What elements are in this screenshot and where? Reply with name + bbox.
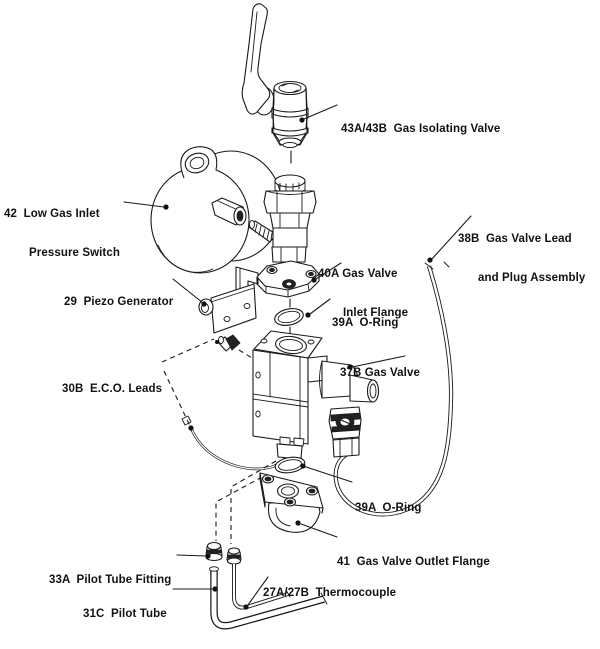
part-label-pressure-switch: 42 Low Gas Inlet Pressure Switch: [4, 182, 120, 286]
o-ring-lower: [274, 456, 306, 474]
eco-leads: [181, 334, 288, 471]
gas-isolating-valve: [241, 3, 309, 148]
part-label-text: 27A/27B Thermocouple: [263, 587, 397, 599]
assembly-centerline: [289, 150, 292, 334]
part-label-text: Inlet Flange: [343, 307, 409, 319]
pressure-switch: [150, 146, 283, 274]
part-label-text: 40A Gas Valve: [318, 268, 398, 280]
plug-connector: [332, 437, 360, 458]
part-label-outlet-flange: 41 Gas Valve Outlet Flange: [337, 530, 490, 595]
part-label-text: 39A O-Ring: [332, 317, 399, 329]
pilot-tube-fitting: [205, 541, 242, 565]
gas-valve-inlet-flange: [256, 174, 320, 298]
part-label-o-ring-upper: 39A O-Ring: [332, 291, 398, 356]
threaded-stud: [248, 220, 277, 243]
piezo-plate: [210, 283, 257, 334]
part-label-o-ring-lower: 39A O-Ring: [355, 476, 421, 541]
part-label-text: 31C Pilot Tube: [83, 608, 167, 620]
part-label-gas-valve: 37B Gas Valve: [340, 341, 420, 406]
part-label-thermocouple: 27A/27B Thermocouple: [263, 561, 396, 626]
gas-valve-body: [252, 330, 380, 460]
part-label-text: 33A Pilot Tube Fitting: [49, 574, 172, 586]
part-label-eco-leads: 30B E.C.O. Leads: [62, 357, 162, 422]
part-label-text: 41 Gas Valve Outlet Flange: [337, 556, 490, 568]
part-label-text: 38B Gas Valve Lead: [458, 233, 572, 245]
outlet-body: [267, 502, 321, 533]
part-label-text: 30B E.C.O. Leads: [62, 383, 163, 395]
part-label-pilot-tube-fitting: 33A Pilot Tube Fitting: [49, 548, 171, 613]
pilot-tube: [209, 566, 328, 630]
part-label-text: 39A O-Ring: [355, 502, 422, 514]
part-label-piezo-generator: 29 Piezo Generator: [64, 270, 173, 335]
part-label-gas-valve-lead: 38B Gas Valve Lead and Plug Assembly: [458, 207, 585, 311]
part-label-text: and Plug Assembly: [478, 272, 586, 284]
valve-handle: [241, 3, 271, 115]
eco-lead-terminal: [181, 415, 192, 426]
part-label-text: Pressure Switch: [29, 247, 120, 259]
part-label-text: 37B Gas Valve: [340, 367, 420, 379]
gas-valve-outlet-flange: [259, 472, 324, 533]
part-label-inlet-flange: 40A Gas Valve Inlet Flange: [318, 242, 408, 346]
o-ring-upper: [274, 308, 304, 326]
alignment-dashed-lines: [161, 338, 277, 544]
part-label-text: 43A/43B Gas Isolating Valve: [341, 123, 501, 135]
piezo-generator: [198, 266, 259, 334]
part-label-text: 42 Low Gas Inlet: [4, 208, 100, 220]
part-label-pilot-tube: 31C Pilot Tube: [83, 582, 167, 647]
part-label-gas-isolating-valve: 43A/43B Gas Isolating Valve: [341, 97, 500, 162]
part-label-text: 29 Piezo Generator: [64, 296, 174, 308]
leader-lines: [123, 104, 472, 610]
